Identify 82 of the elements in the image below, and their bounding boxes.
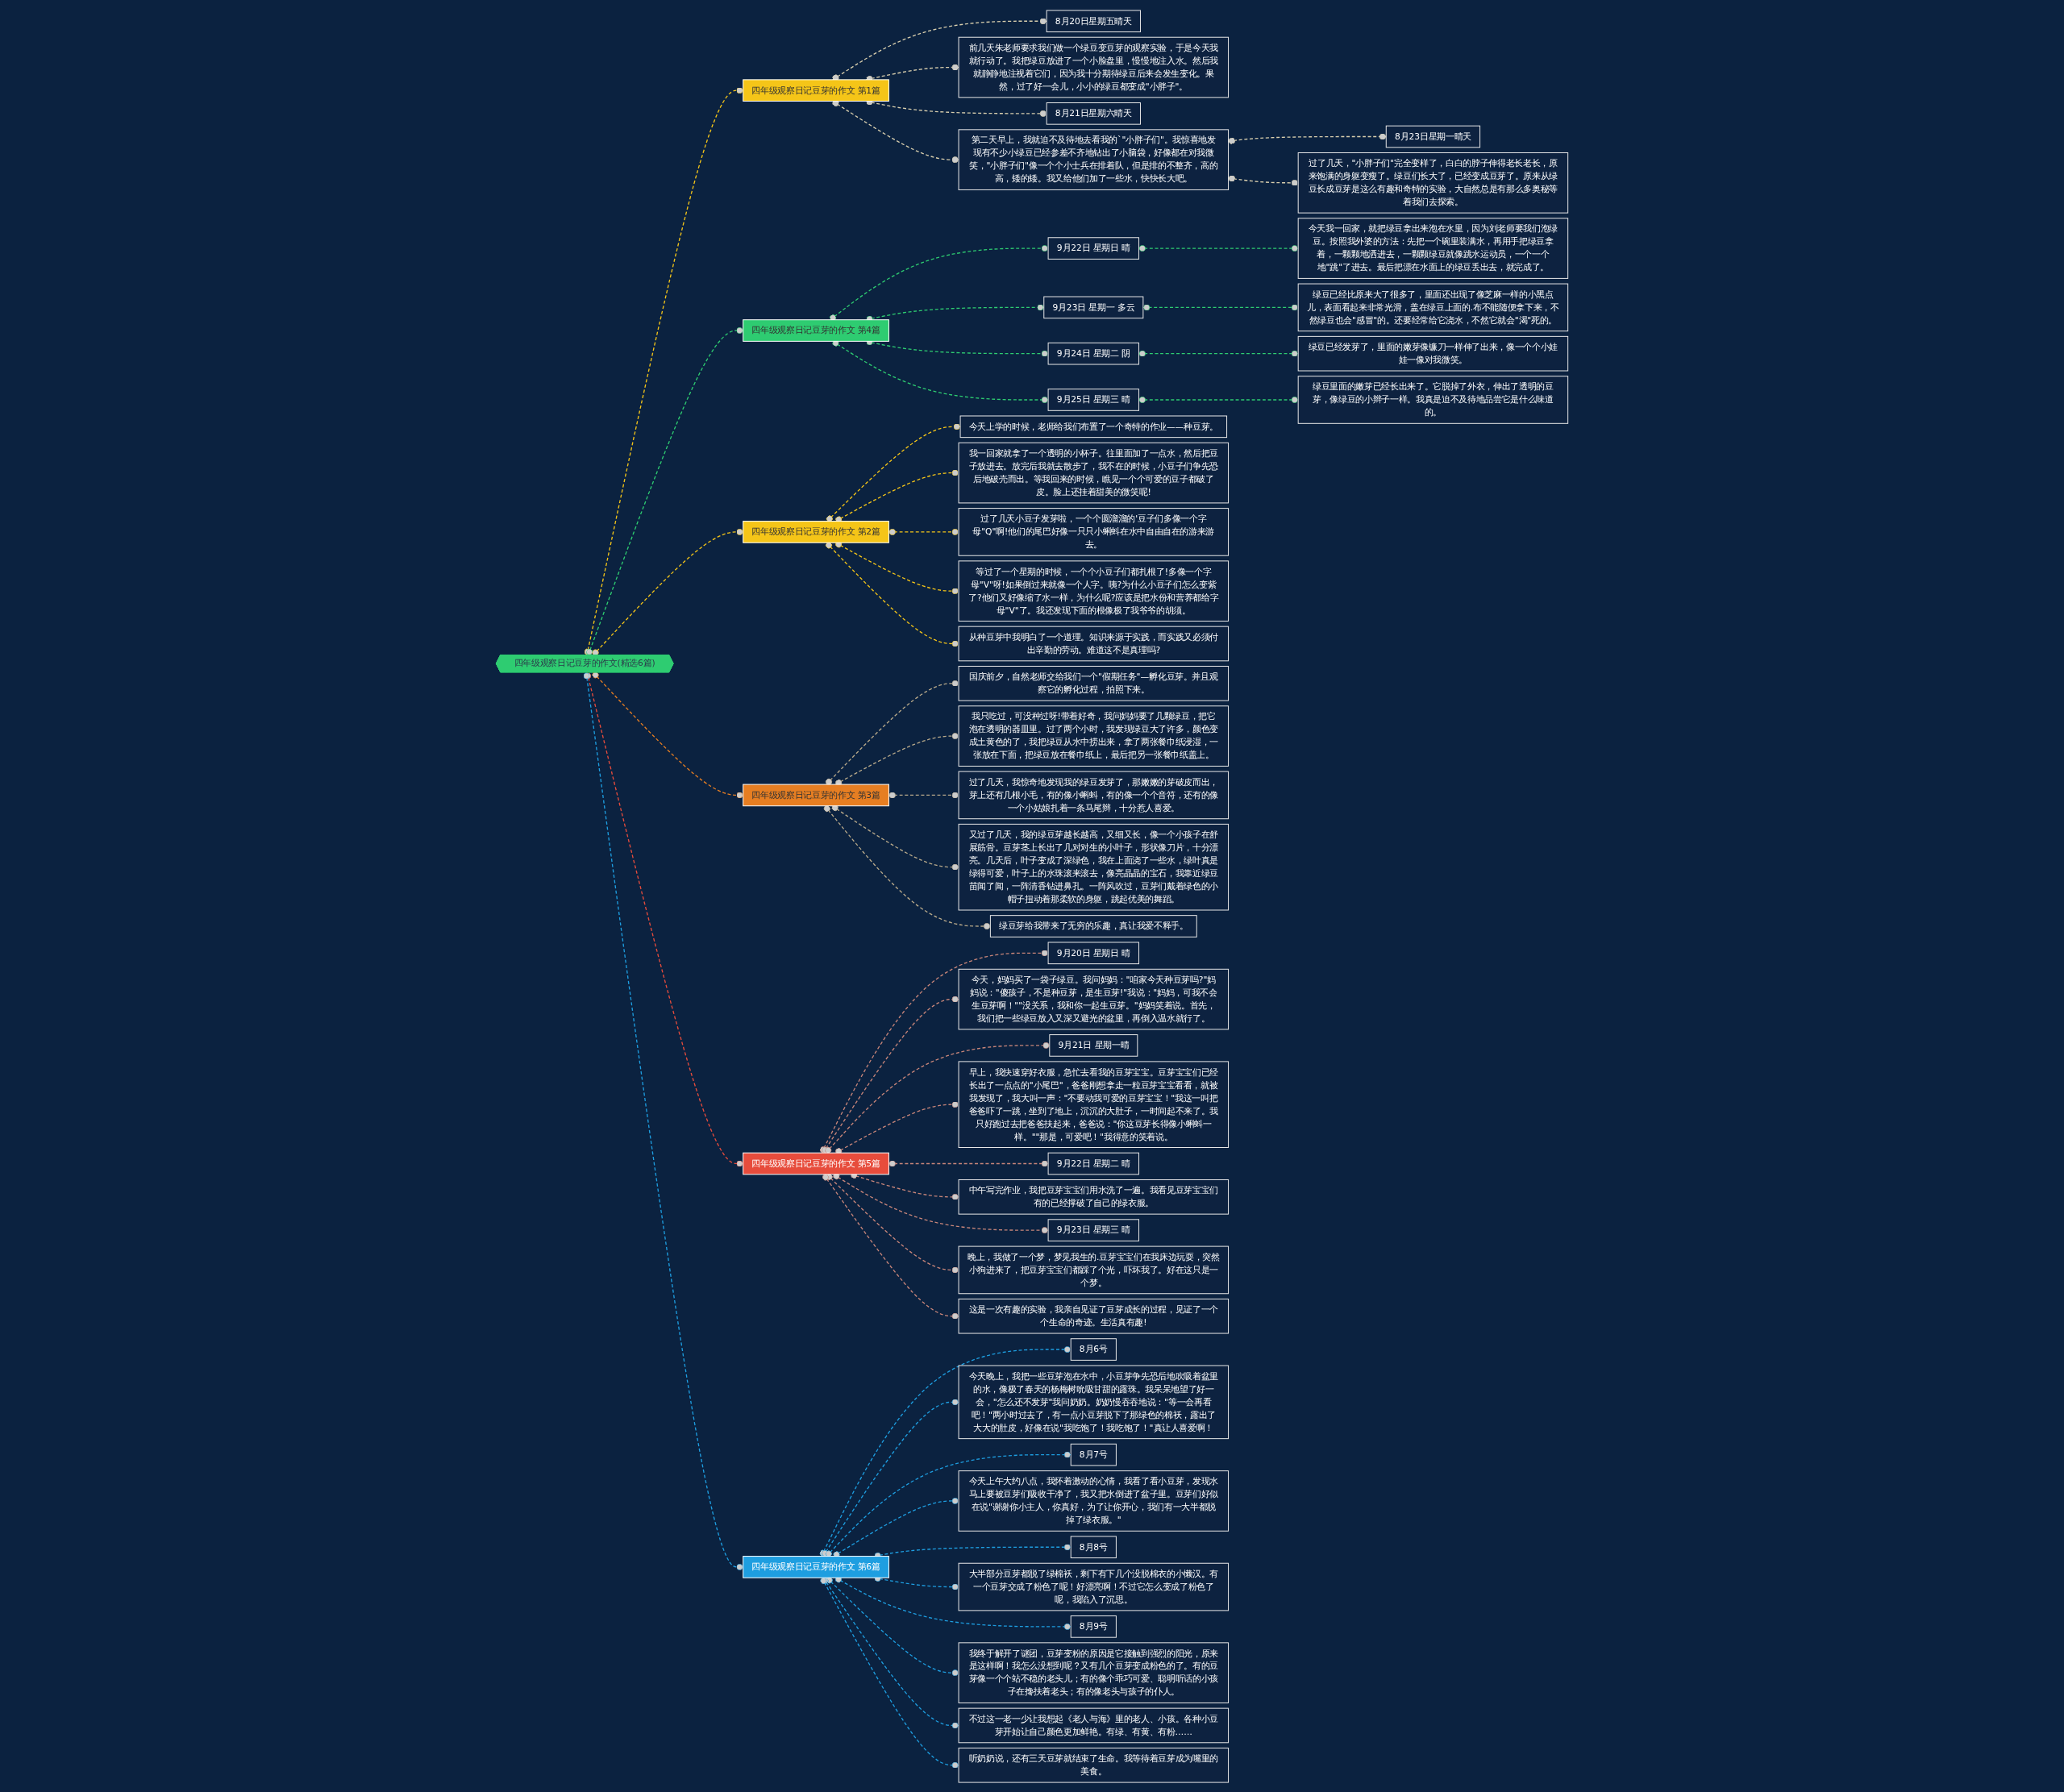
node-box: 前几天朱老师要求我们做一个绿豆变豆芽的观察实验，于是今天我就行动了。我把绿豆放进了一个小脸盘里，慢慢地注入水。然后我就静静地注视着它们，因为我十分期待绿豆后来会发生变化。果然，过了好一会儿，小小的绿豆都变成"小胖子"。 — [958, 36, 1230, 98]
node-box: 绿豆芽给我带来了无穷的乐趣，真让我爱不释手。 — [989, 914, 1197, 938]
node-box: 不过这一老一少让我想起《老人与海》里的老人、小孩。各种小豆芽开始让自己颜色更加鲜艳。有绿、有黄、有粉…… — [958, 1707, 1230, 1743]
node-box: 四年级观察日记豆芽的作文 第6篇 — [743, 1555, 889, 1578]
node-box: 过了几天，我惊奇地发现我的绿豆发芽了，那嫩嫩的芽破皮而出，芽上还有几根小毛，有的像小蝌蚪，有的像一个个音符，还有的像一个小姑娘扎着一条马尾辫，十分惹人喜爱。 — [958, 771, 1230, 819]
node-box: 我终于解开了谜团，豆芽变粉的原因是它接触到强烈的阳光，原来是这样啊！我怎么没想到呢？又有几个豆芽变成粉色的了。有的豆芽像一个个站不稳的老头儿；有的像个乖巧可爱、聪明听话的小孩子在搀扶着老头；有的像老头与孩子的仆人。 — [958, 1641, 1230, 1703]
connector — [832, 339, 1049, 403]
connector — [834, 469, 959, 522]
connector — [584, 86, 744, 655]
node-box: 过了几天，"小胖子们"完全变样了，白白的脖子伸得老长老长，原来饱满的身躯变瘦了。绿豆们长大了，已经变成豆芽了。原来从绿豆长成豆芽是这么有趣和奇特的实验，大自然总是有那么多奥秘等着我们去探索。 — [1297, 152, 1569, 214]
connector — [825, 1451, 1072, 1557]
connector — [826, 1173, 959, 1273]
node-box: 9月24日 星期二 阴 — [1047, 342, 1139, 364]
node-box: 晚上，我做了一个梦，梦见我生的.豆芽宝宝们在我床边玩耍，突然小狗进来了，把豆芽宝宝们都踩了个光，吓坏我了。好在这只是一个梦。 — [958, 1245, 1230, 1294]
node-box: 四年级观察日记豆芽的作文 第4篇 — [743, 318, 889, 342]
node-box: 9月21日 星期一晴 — [1049, 1033, 1138, 1057]
connector — [826, 1576, 959, 1676]
node-box: 绿豆已经发芽了，里面的嫩芽像镰刀一样伸了出来，像一个个小娃娃一像对我微笑。 — [1297, 335, 1569, 371]
connector — [825, 1042, 1051, 1154]
node-box: 9月23日 星期三 晴 — [1047, 1218, 1139, 1241]
connector — [1142, 303, 1299, 310]
connector — [832, 17, 1047, 81]
connector — [888, 528, 959, 535]
connector — [586, 326, 744, 655]
connector — [1138, 244, 1299, 252]
connector — [825, 541, 959, 647]
node-box: 今天我一回家，就把绿豆拿出来泡在水里，因为刘老师要我们泡绿豆。按照我外婆的方法：先把一个碗里装满水，再用手把绿豆拿着，一颗颗地洒进去，一颗颗绿豆就像跳水运动员，一个一个地"跳"了进去。最后把漂在水面上的绿豆丢出去，就完成了。 — [1297, 217, 1569, 279]
node-box: 8月7号 — [1070, 1443, 1117, 1466]
connector — [826, 422, 961, 522]
node-box: 8月20日星期五晴天 — [1046, 9, 1141, 32]
connector — [1227, 132, 1387, 144]
node-box: 8月6号 — [1070, 1337, 1117, 1361]
connector — [833, 1497, 959, 1557]
connector — [585, 671, 744, 1166]
node-box: 9月22日 星期二 晴 — [1047, 1152, 1139, 1175]
node-box: 今天，妈妈买了一袋子绿豆。我问妈妈："咱家今天种豆芽吗?"妈妈说："傻孩子，不是种豆芽，是生豆芽!"我说："妈妈，可我不会生豆芽啊！""没关系，我和你一起生豆芽。"妈妈笑着说。首先，我们把一些绿豆放入又深又避光的盆里，再倒入温水就行了。 — [958, 968, 1230, 1029]
node-box: 过了几天小豆子发芽啦，一个个圆溜溜的'豆子们多像一个字母"Q"啊!他们的尾巴好像一只只小蝌蚪在水中自由自在的游来游去。 — [958, 507, 1230, 556]
connector — [888, 791, 959, 798]
node-box: 四年级观察日记豆芽的作文 第3篇 — [743, 784, 889, 806]
connector — [819, 1345, 1072, 1557]
node-box: 国庆前夕，自然老师交给我们一个"假期任务"—孵化豆芽。并且观察它的孵化过程，拍照下来。 — [958, 665, 1230, 701]
connector — [1138, 396, 1299, 403]
node-box: 9月20日 星期日 晴 — [1047, 941, 1139, 964]
node-box: 今天上午大约八点，我怀着激动的心情，我看了看小豆芽，发现水马上要被豆芽们吸收干净了，我又把水倒进了盆子里。豆芽们好似在说"谢谢你小主人，你真好，为了让你开心，我们有一大半都脱掉了绿衣服。" — [958, 1470, 1230, 1532]
node-box: 绿豆已经比原来大了很多了，里面还出现了像芝麻一样的小黑点儿，表面看起来非常光滑，盖在绿豆上面的.布不能随便拿下来，不然绿豆也会"感冒"的。还要经常给它浇水，不然它就会"渴"死的。 — [1297, 283, 1569, 331]
node-box: 9月23日 星期一 多云 — [1043, 296, 1144, 318]
node-box: 听奶奶说，还有三天豆芽就结束了生命。我等待着豆芽成为嘴里的美食。 — [958, 1747, 1230, 1783]
connector — [819, 949, 1049, 1154]
node-box: 我只吃过，可没种过呀!带着好奇，我问妈妈要了几颗绿豆，把它泡在透明的器皿里。过了两个小时，我发现绿豆大了许多，颜色变成土黄色的了，我把绿豆从水中捞出来，拿了两张餐巾纸浸湿，一张放在下面，把绿豆放在餐巾纸上，最后把另一张餐巾纸盖上。 — [958, 705, 1230, 767]
connector — [822, 996, 959, 1154]
node-box: 9月25日 星期三 晴 — [1047, 388, 1139, 411]
node-box: 绿豆里面的嫩芽已经长出来了。它脱掉了外衣，伸出了透明的豆芽，像绿豆的小辫子一样。我真是迫不及待地品尝它是什么味道的。 — [1297, 375, 1569, 424]
connector — [592, 671, 744, 798]
connector — [820, 1577, 959, 1769]
connector — [822, 1173, 959, 1320]
node-box: 四年级观察日记豆芽的作文 第1篇 — [743, 78, 889, 102]
node-box: 四年级观察日记豆芽的作文 第5篇 — [743, 1152, 889, 1175]
node-box: 8月8号 — [1070, 1535, 1117, 1558]
node-box: 8月21日星期六晴天 — [1046, 102, 1141, 125]
connector — [823, 805, 992, 929]
node-box: 四年级观察日记豆芽的作文 第2篇 — [743, 520, 889, 543]
connector — [1138, 350, 1299, 357]
node-box: 中午写完作业，我把豆芽宝宝们用水洗了一遍。我看见豆芽宝宝们有的已经撑破了自己的绿衣服。 — [958, 1179, 1230, 1215]
connector — [829, 244, 1049, 321]
node-box: 第二天早上，我就迫不及待地去看我的`"小胖子们"。我惊喜地发现有不少小绿豆已经参差不齐地钻出了小脑袋，好像都在对我微笑，"小胖子们"像一个个小士兵在排着队，但是排的不整齐，高的高，矮的矮。我又给他们加了一些水，快快长大吧。 — [958, 128, 1230, 190]
connector — [888, 1159, 1049, 1166]
connector — [1227, 174, 1299, 186]
node-box: 大半部分豆芽都脱了绿棉袄，剩下有下几个没脱棉衣的小懒汉。有一个豆芽交成了粉色了呢！好漂亮啊！不过它怎么变成了粉色了呢，我陷入了沉思。 — [958, 1562, 1230, 1611]
node-box: 8月9号 — [1070, 1615, 1117, 1638]
node-box: 9月22日 星期日 晴 — [1047, 236, 1139, 260]
node-box: 又过了几天，我的绿豆芽越长越高，又细又长，像一个小孩子在舒展筋骨。豆芽茎上长出了几对对生的小叶子，形状像刀片，十分漂亮。几天后，叶子变成了深绿色，我在上面浇了一些水，绿叶真是绿得可爱，叶子上的水珠滚来滚去，像亮晶晶的宝石，我靠近绿豆苗闻了闻，一阵清香钻进鼻孔。一阵风吹过，豆芽们戴着绿色的小帽子扭动着那柔软的身躯，跳起优美的舞蹈。 — [958, 823, 1230, 910]
node-box: 这是一次有趣的实验，我亲自见证了豆芽成长的过程，见证了一个个生命的奇迹。生活真有趣! — [958, 1298, 1230, 1334]
connector — [583, 671, 744, 1570]
node-box: 早上，我快速穿好衣服，急忙去看我的豆芽宝宝。豆芽宝宝们已经长出了一点点的"小尾巴"，爸爸刚想拿走一粒豆芽宝宝看看，就被我发现了，我大叫一声："不要动我可爱的豆芽宝宝！"我这一叫把爸爸吓了一跳，坐到了地上，沉沉的大肚子，一时间起不来了。我只好跑过去把爸爸扶起来，爸爸说："你这豆芽长得像小蝌蚪一样。""那是，可爱吧！"我得意的笑着说。 — [958, 1060, 1230, 1148]
node-box: 我一回家就拿了一个透明的小杯子。往里面加了一点水，然后把豆子放进去。放完后我就去散步了，我不在的时候，小豆子们争先恐后地破壳而出。等我回来的时候，瞧见一个个可爱的豆子都破了皮。脸上还挂着甜美的微笑呢! — [958, 442, 1230, 503]
connector — [825, 680, 959, 785]
node-box: 今天上学的时候，老师给我们布置了一个奇特的作业——种豆芽。 — [959, 415, 1228, 438]
node-box: 今天晚上，我把一些豆芽泡在水中，小豆芽争先恐后地吹吸着盆里的水，像极了春天的杨梅树吮吸甘甜的露珠。我呆呆地望了好一会，"怎么还不发芽"我问奶奶。奶奶慢吞吞地说："等一会再看吧！"两小时过去了，有一点小豆芽脱下了那绿色的棉袄，露出了大大的肚皮，好像在说"我吃饱了！我吃饱了！"真让人喜爱啊！ — [958, 1365, 1230, 1439]
node-box: 从种豆芽中我明白了一个道理。知识来源于实践，而实践又必须付出辛勤的劳动。难道这不是真理吗? — [958, 626, 1230, 661]
node-box: 8月23日星期一晴天 — [1385, 125, 1481, 148]
connector — [822, 1398, 959, 1557]
node-box: 等过了一个星期的时候，一个个小豆子们都扎根了!多像一个字母"V"呀!如果倒过来就像一个人字。咦?为什么小豆子们怎么变紫了?他们又好像缩了水一样，为什么呢?应该是把水份和营养都给字母"V"了。我还发现下面的根像极了我爷爷的胡须。 — [958, 559, 1230, 622]
